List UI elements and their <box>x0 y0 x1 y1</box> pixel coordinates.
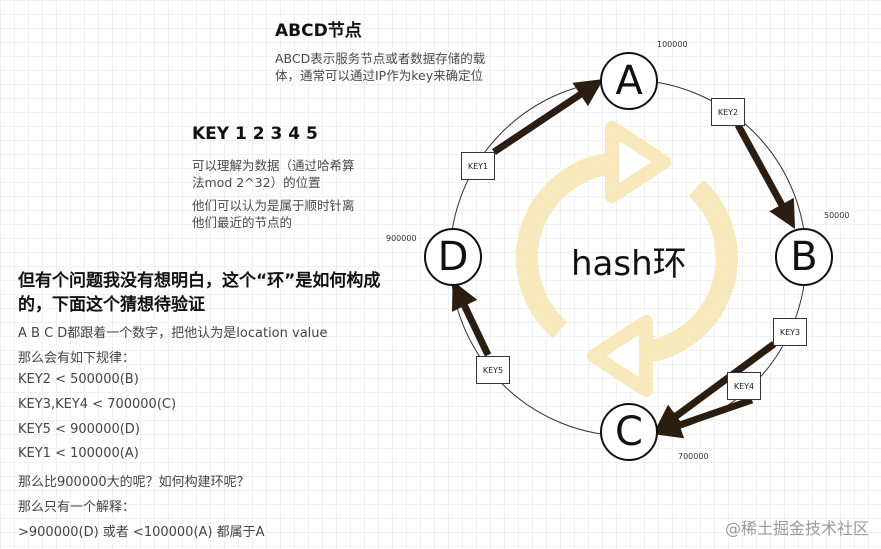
nodes-note-title: ABCD节点 <box>275 21 362 41</box>
node-d: D <box>424 228 482 286</box>
key1-box: KEY1 <box>461 152 495 180</box>
node-b-value: 50000 <box>824 211 850 220</box>
key1-arrow <box>492 79 604 155</box>
question-line: 那么比900000大的呢？如何构建环呢？ <box>18 475 250 490</box>
key4-arrow <box>653 396 754 439</box>
keys-note-line3: 他们可以认为是属于顺时针离 <box>192 198 355 213</box>
inner-circular-arrows <box>515 121 738 397</box>
key3-arrow <box>653 341 777 433</box>
question-line: KEY5 < 900000(D) <box>18 422 140 437</box>
question-line: KEY2 < 500000(B) <box>18 372 139 387</box>
node-c: C <box>600 403 658 461</box>
watermark: @稀土掘金技术社区 <box>724 519 869 538</box>
question-line: KEY3,KEY4 < 700000(C) <box>18 397 177 412</box>
key3-box: KEY3 <box>773 318 807 346</box>
node-b: B <box>775 228 833 286</box>
key2-arrow <box>734 123 796 230</box>
key4-box: KEY4 <box>727 372 761 400</box>
node-a-value: 100000 <box>657 40 688 49</box>
question-title-line1: 但有个问题我没有想明白，这个“环”是如何构成 <box>18 271 381 291</box>
key5-arrow <box>451 280 492 357</box>
node-d-value: 900000 <box>386 234 417 243</box>
key2-box: KEY2 <box>711 98 745 126</box>
question-line: KEY1 < 100000(A) <box>18 446 139 461</box>
nodes-note-line1: ABCD表示服务节点或者数据存储的载 <box>275 51 486 66</box>
question-line: A B C D都跟着一个数字，把他认为是location value <box>18 326 328 341</box>
question-line: 那么只有一个解释： <box>18 500 136 515</box>
key5-box: KEY5 <box>476 356 510 384</box>
keys-note-line2: 法mod 2^32）的位置 <box>192 175 321 190</box>
question-line: 那么会有如下规律： <box>18 351 136 366</box>
question-line: >900000(D) 或者 <100000(A) 都属于A <box>18 525 265 540</box>
nodes-note-line2: 体，通常可以通过IP作为key来确定位 <box>275 68 484 83</box>
keys-note-line1: 可以理解为数据（通过哈希算 <box>192 158 355 173</box>
question-title-line2: 的，下面这个猜想待验证 <box>18 295 205 315</box>
node-c-value: 700000 <box>678 452 709 461</box>
keys-note-line4: 他们最近的节点的 <box>192 215 293 230</box>
keys-note-title: KEY 1 2 3 4 5 <box>192 124 318 144</box>
node-a: A <box>600 52 658 110</box>
ring-center-label: hash环 <box>571 244 687 284</box>
